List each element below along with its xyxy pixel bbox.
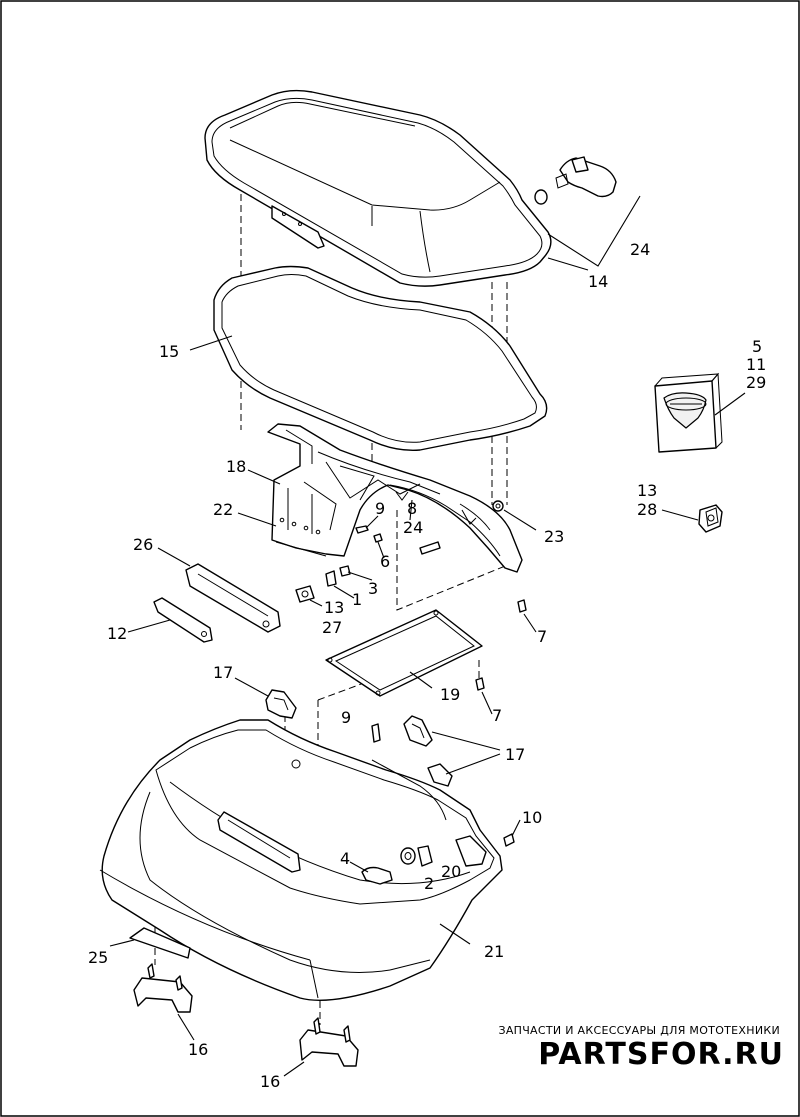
label-1: 1 [352,590,362,609]
screw-part-7b [475,677,485,691]
label-18: 18 [226,457,246,476]
nut-part-3 [339,565,351,577]
frame-hardware [295,500,527,847]
label-2: 2 [424,874,434,893]
label-7-lower: 7 [492,706,502,725]
pad-part-25 [129,927,191,959]
label-26: 26 [133,535,153,554]
label-13-camlock: 13 [637,481,657,500]
watermark-brand: PARTSFOR.RU [538,1037,784,1072]
label-5: 5 [752,337,762,356]
label-27: 27 [322,618,342,637]
label-19: 19 [440,685,460,704]
label-10: 10 [522,808,542,827]
label-29: 29 [746,373,766,392]
label-13-lock: 13 [324,598,344,617]
label-25: 25 [88,948,108,967]
leader-lines [109,257,589,1077]
label-8: 8 [407,499,417,518]
label-6: 6 [380,552,390,571]
label-16-lower: 16 [260,1072,280,1091]
hinge-bracket-part-26 [185,563,281,633]
latch-knob-part-24 [534,156,641,267]
screw-part-24 [419,541,441,555]
label-12: 12 [107,624,127,643]
watermark: ЗАПЧАСТИ И АКСЕССУАРЫ ДЛЯ МОТОТЕХНИКИ PA… [498,1024,784,1072]
label-7-upper: 7 [537,627,547,646]
inner-frame-part-18 [267,423,523,573]
strip-part-12 [153,597,213,643]
label-11: 11 [746,355,766,374]
washer-part-23 [492,500,504,512]
lock-part-13 [295,585,315,603]
lid-part-14 [204,89,552,287]
screw-part-7a [517,599,527,613]
lock-hardware-part-2-4-20 [349,845,433,885]
label-23: 23 [544,527,564,546]
label-14: 14 [588,272,608,291]
label-16-upper: 16 [188,1040,208,1059]
nut-part-20 [417,845,433,867]
mount-blocks-part-16 [133,963,359,1067]
label-20: 20 [441,862,461,881]
label-22: 22 [213,500,233,519]
label-15: 15 [159,342,179,361]
camlock-part-13-28 [661,504,723,533]
badge-part-5-11-29 [654,372,746,453]
gasket-part-15 [213,265,548,451]
saddlebag-body-part-21 [99,719,503,1001]
screw-part-9b [371,723,381,743]
clip-part-1 [325,570,337,587]
label-4: 4 [340,849,350,868]
label-24-screw: 24 [403,518,423,537]
screw-part-6 [373,533,383,543]
screw-part-10 [503,833,515,847]
label-17-left: 17 [213,663,233,682]
brackets-part-17 [265,689,453,787]
label-9-lower: 9 [341,708,351,727]
label-17-right: 17 [505,745,525,764]
plate-part-19 [325,609,483,697]
label-24-latch: 24 [630,240,650,259]
label-21: 21 [484,942,504,961]
label-3: 3 [368,579,378,598]
screw-part-9 [355,525,369,534]
washer-part-2 [400,847,416,865]
label-9-upper: 9 [375,499,385,518]
watermark-tagline: ЗАПЧАСТИ И АКСЕССУАРЫ ДЛЯ МОТОТЕХНИКИ [498,1024,780,1037]
label-28: 28 [637,500,657,519]
part-number-labels: 24 14 15 5 11 29 18 22 9 8 24 6 23 26 3 … [88,240,766,1091]
